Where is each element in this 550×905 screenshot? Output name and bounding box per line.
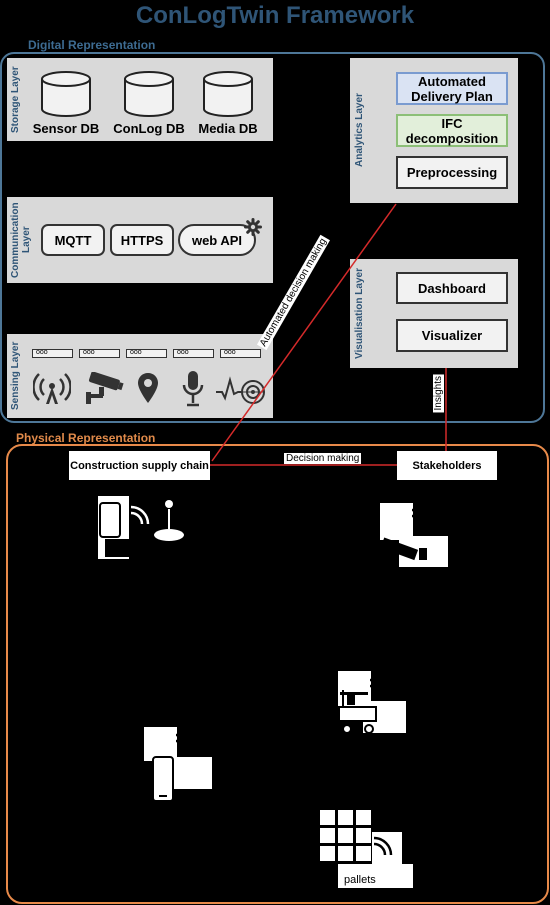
location-pin-icon bbox=[138, 373, 158, 403]
sensor-strip-3: ooo bbox=[126, 349, 167, 358]
camera-sensor-icon bbox=[380, 503, 448, 567]
physical-representation-label: Physical Representation bbox=[16, 431, 156, 445]
cctv-camera-icon bbox=[86, 372, 124, 404]
sensor-db-icon bbox=[41, 71, 91, 117]
ifc-decomposition-box: IFC decomposition bbox=[396, 114, 508, 147]
microphone-icon bbox=[182, 371, 204, 407]
sensor-strip-5: ooo bbox=[220, 349, 261, 358]
https-box: HTTPS bbox=[110, 224, 174, 256]
visualizer-box: Visualizer bbox=[396, 319, 508, 352]
visualisation-layer: Visualisation Layer Dashboard Visualizer bbox=[350, 259, 518, 368]
sensor-strip-2: ooo bbox=[79, 349, 120, 358]
preprocessing-box: Preprocessing bbox=[396, 156, 508, 189]
pallets-label: pallets bbox=[344, 874, 376, 886]
digital-representation-frame bbox=[0, 52, 545, 423]
dashboard-box: Dashboard bbox=[396, 272, 508, 304]
physical-representation-frame bbox=[6, 444, 549, 904]
stakeholders-box: Stakeholders bbox=[397, 451, 497, 480]
sensor-db-label: Sensor DB bbox=[32, 121, 100, 136]
sensor-strip-4: ooo bbox=[173, 349, 214, 358]
media-db-icon bbox=[203, 71, 253, 117]
digital-representation-label: Digital Representation bbox=[28, 38, 156, 52]
wireless-tower-icon bbox=[33, 373, 71, 404]
insights-label: Insights bbox=[433, 374, 444, 413]
sensor-strip-1: ooo bbox=[32, 349, 73, 358]
storage-layer: Storage Layer Sensor DB ConLog DB Media … bbox=[7, 58, 273, 141]
pallets-sensor-icon bbox=[320, 810, 413, 888]
conlog-db-label: ConLog DB bbox=[113, 121, 185, 136]
tablet-tag-icon bbox=[98, 496, 184, 559]
page-title: ConLogTwin Framework bbox=[135, 2, 415, 29]
smartphone-sensor-icon bbox=[144, 727, 212, 802]
sensing-layer: Sensing Layer ooo ooo ooo ooo ooo bbox=[7, 334, 273, 418]
automated-delivery-plan-box: Automated Delivery Plan bbox=[396, 72, 508, 105]
media-db-label: Media DB bbox=[198, 121, 258, 136]
web-api-box: web API bbox=[178, 224, 256, 256]
decision-making-label: Decision making bbox=[284, 453, 362, 464]
communication-layer: Communication Layer MQTT HTTPS web API bbox=[7, 197, 273, 283]
mqtt-box: MQTT bbox=[41, 224, 105, 256]
conlog-db-icon bbox=[124, 71, 174, 117]
gear-icon bbox=[244, 218, 262, 236]
construction-supply-chain-box: Construction supply chain bbox=[69, 451, 210, 480]
forklift-icon bbox=[338, 671, 406, 734]
analytics-layer: Analytics Layer Automated Delivery Plan … bbox=[350, 58, 518, 203]
